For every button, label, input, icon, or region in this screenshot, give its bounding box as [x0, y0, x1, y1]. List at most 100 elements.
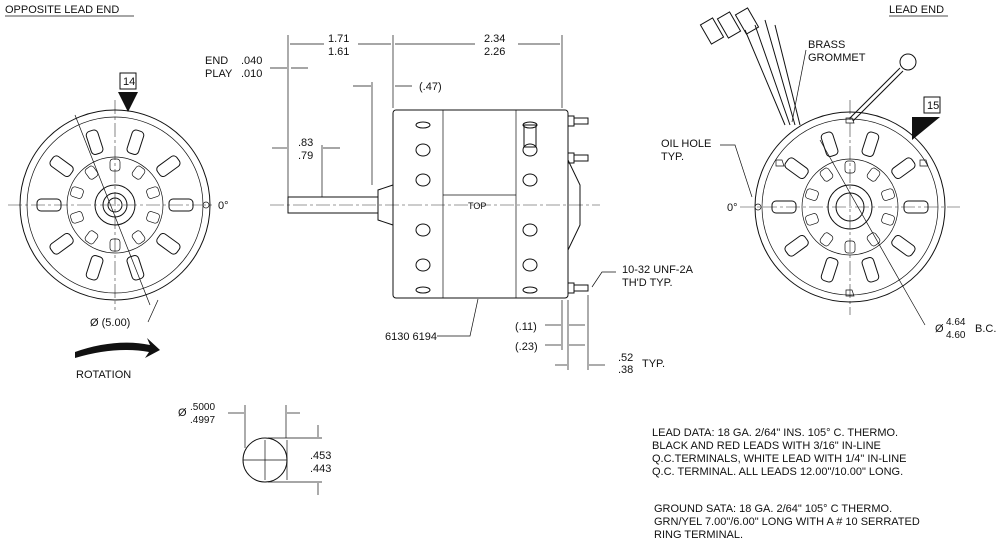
bc-min: 4.60: [946, 330, 966, 341]
vent-slot: [784, 157, 809, 180]
tag-15: 15: [927, 100, 939, 112]
shaft-dia-min: .4997: [190, 415, 215, 426]
vent-hole: [522, 223, 538, 237]
vent-slot: [820, 131, 839, 157]
end-label: END: [205, 55, 228, 67]
inner-slot: [844, 240, 856, 254]
shaft-dia-symbol: Ø: [178, 407, 187, 419]
inner-slot: [70, 211, 84, 224]
vent-slot: [861, 257, 880, 283]
bc-symbol: Ø: [935, 323, 944, 335]
inner-slot: [131, 165, 146, 180]
vent-slot: [903, 200, 929, 214]
vent-slot: [126, 129, 145, 155]
vent-slot: [861, 131, 880, 157]
vent-slot: [49, 155, 74, 178]
thread-note: TH'D TYP.: [622, 277, 673, 289]
dim-d-min: .79: [298, 150, 313, 162]
vent-slot: [891, 234, 916, 257]
inner-slot: [819, 167, 834, 182]
note-line: LEAD DATA: 18 GA. 2/64" INS. 105° C. THE…: [652, 427, 898, 439]
note-line: BLACK AND RED LEADS WITH 3/16" IN-LINE: [652, 440, 881, 452]
angle-label-right: 0°: [727, 202, 738, 214]
vent-hole: [415, 143, 431, 157]
inner-slot: [109, 238, 121, 252]
part-numbers: 6130 6194: [385, 331, 437, 343]
inner-slot: [146, 186, 160, 199]
end-play-min: .010: [241, 68, 262, 80]
dim-d-max: .83: [298, 137, 313, 149]
dim-b-max: 2.34: [484, 33, 505, 45]
tag-15-marker: [912, 117, 940, 140]
end-play-max: .040: [241, 55, 262, 67]
inner-slot: [84, 230, 99, 245]
vent-slot: [85, 255, 104, 281]
dim-f: (.23): [515, 341, 538, 353]
note-line: GRN/YEL 7.00"/6.00" LONG WITH A # 10 SER…: [654, 516, 920, 528]
vent-hole: [415, 223, 431, 237]
vent-hole: [415, 173, 431, 187]
dim-e: (.11): [515, 321, 537, 333]
inner-slot: [131, 230, 146, 245]
vent-slot: [891, 157, 916, 180]
vent-slot: [168, 198, 194, 212]
vent-slot: [771, 200, 797, 214]
opposite-lead-end-view: 14 0° Ø (5.00) ROTATION: [8, 72, 229, 381]
inner-slot: [805, 213, 819, 226]
vent-slot: [784, 234, 809, 257]
shaft-dia-max: .5000: [190, 402, 215, 413]
shaft-section: Ø .5000 .4997 .453 .443: [178, 402, 331, 495]
top-label: TOP: [468, 201, 486, 211]
dim-g-min: .38: [618, 364, 633, 376]
inner-slot: [805, 188, 819, 201]
inner-slot: [866, 232, 881, 247]
inner-slot: [70, 186, 84, 199]
oil-hole-label: OIL HOLE: [661, 138, 711, 150]
vent-slot: [156, 155, 181, 178]
note-line: Q.C.TERMINALS, WHITE LEAD WITH 1/4" IN-L…: [652, 453, 907, 465]
inner-slot: [881, 213, 895, 226]
ground-data-notes: GROUND SATA: 18 GA. 2/64" 105° C THERMO.…: [654, 503, 920, 541]
play-label: PLAY: [205, 68, 233, 80]
diameter-label: Ø (5.00): [90, 317, 130, 329]
angle-label: 0°: [218, 200, 229, 212]
tag-14-marker: [118, 92, 138, 112]
vent-hole: [415, 121, 431, 129]
inner-slot: [866, 167, 881, 182]
dim-c: (.47): [419, 81, 442, 93]
vent-slot: [85, 129, 104, 155]
dim-a-max: 1.71: [328, 33, 349, 45]
thread-spec: 10-32 UNF-2A: [622, 264, 694, 276]
note-line: RING TERMINAL.: [654, 529, 743, 541]
bc-max: 4.64: [946, 317, 966, 328]
vent-slot: [49, 232, 74, 255]
flat-max: .453: [310, 450, 331, 462]
vent-hole: [522, 173, 538, 187]
vent-slot: [156, 232, 181, 255]
inner-slot: [881, 188, 895, 201]
vent-hole: [522, 121, 538, 129]
vent-hole: [522, 143, 538, 157]
dim-b-min: 2.26: [484, 46, 505, 58]
tag-14: 14: [123, 76, 135, 88]
rotation-label: ROTATION: [76, 369, 131, 381]
dim-a-min: 1.61: [328, 46, 349, 58]
flat-min: .443: [310, 463, 331, 475]
inner-slot: [819, 232, 834, 247]
vent-hole: [415, 258, 431, 272]
rotation-arrow-icon: [75, 338, 160, 358]
note-line: Q.C. TERMINAL. ALL LEADS 12.00"/10.00" L…: [652, 466, 903, 478]
grommet-label: BRASS: [808, 39, 845, 51]
lead-end-title: LEAD END: [889, 4, 944, 16]
vent-hole: [415, 286, 431, 294]
inner-slot: [109, 158, 121, 172]
inner-slot: [844, 160, 856, 174]
oil-hole-note: TYP.: [661, 151, 684, 163]
inner-slot: [146, 211, 160, 224]
bc-note: B.C.: [975, 323, 996, 335]
inner-slot: [84, 165, 99, 180]
vent-slot: [126, 255, 145, 281]
lead-data-notes: LEAD DATA: 18 GA. 2/64" INS. 105° C. THE…: [652, 427, 907, 478]
grommet-label-2: GROMMET: [808, 52, 866, 64]
